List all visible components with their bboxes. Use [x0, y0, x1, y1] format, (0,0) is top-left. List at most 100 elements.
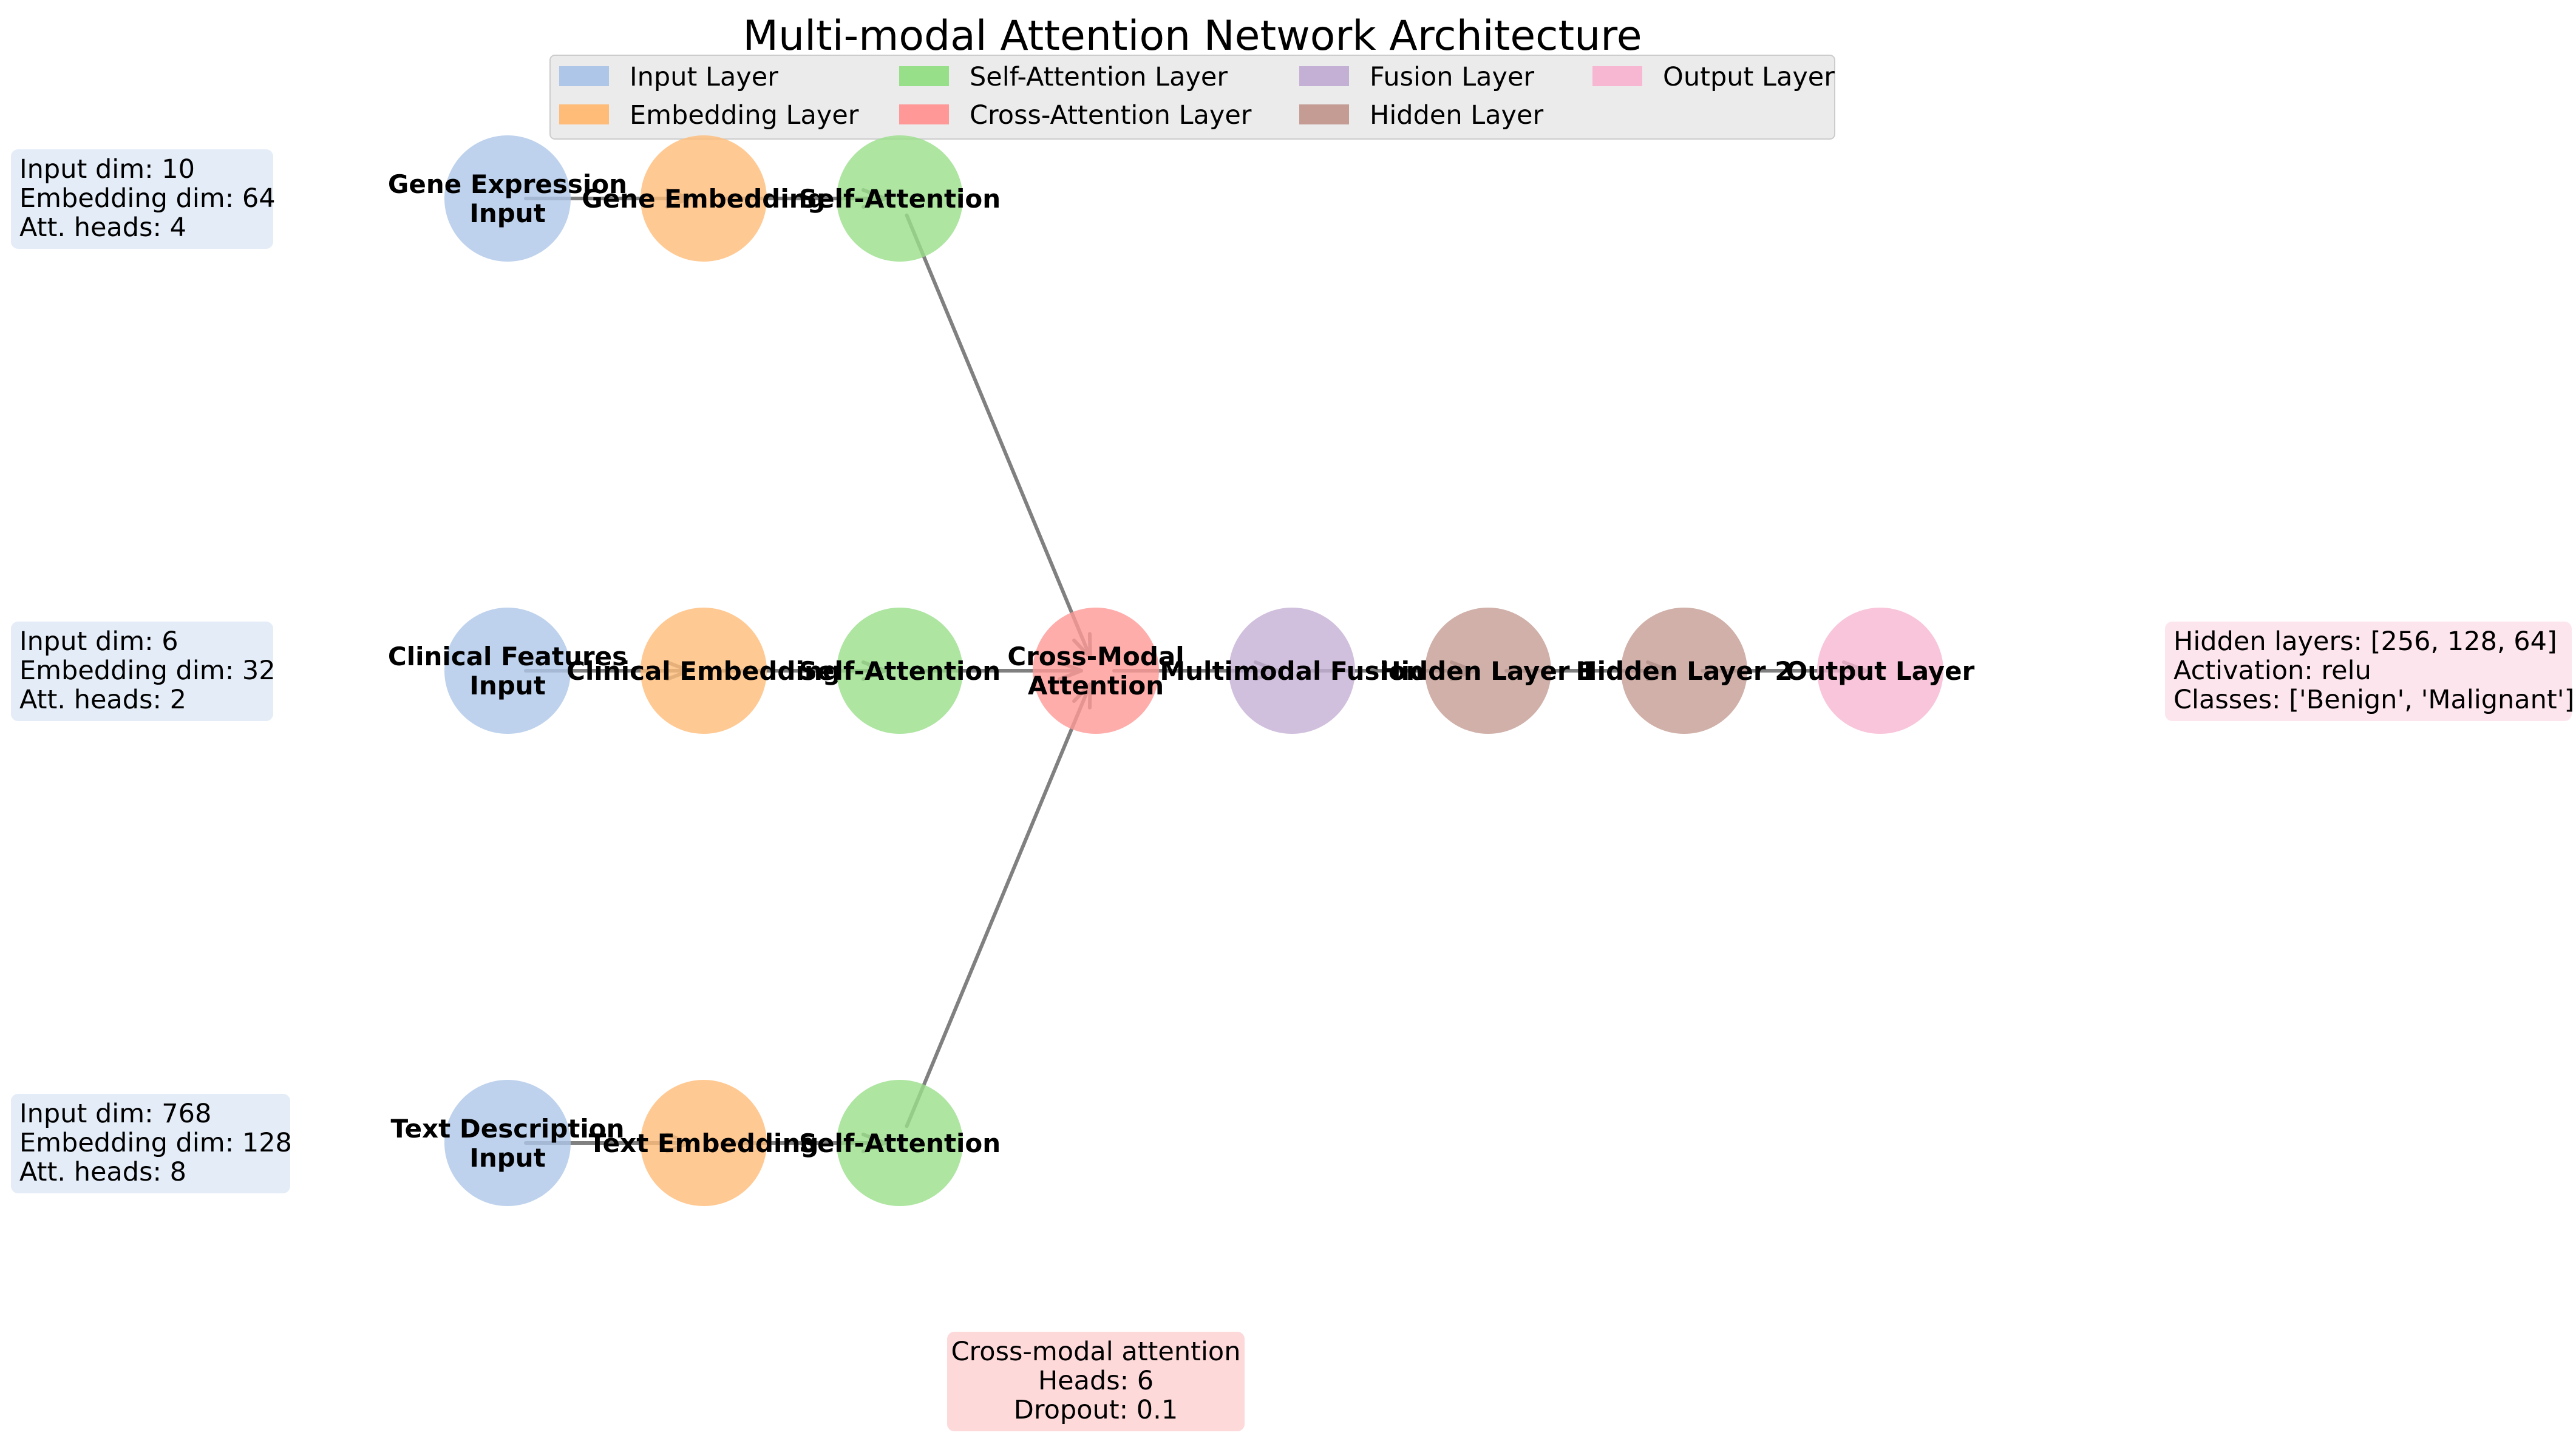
node-label: Self-Attention	[799, 184, 1001, 214]
node-label: Text Description	[391, 1114, 625, 1144]
node-circle	[1425, 608, 1551, 734]
legend-swatch	[1592, 66, 1642, 86]
info-line: Input dim: 6	[19, 626, 178, 657]
node-circle	[837, 135, 963, 262]
node-label: Multimodal Fusion	[1160, 656, 1424, 686]
legend-label: Embedding Layer	[630, 100, 859, 131]
node-label: Gene Embedding	[582, 184, 825, 214]
node-label: Hidden Layer 2	[1576, 656, 1793, 686]
legend-label: Input Layer	[630, 62, 778, 92]
legend-frame	[549, 55, 1835, 140]
edge-gene-self-attention-to-cross-modal-attention	[905, 213, 1092, 659]
info-line: Dropout: 0.1	[1014, 1395, 1178, 1425]
diagram-title: Multi-modal Attention Network Architectu…	[743, 12, 1642, 60]
info-line: Input dim: 768	[19, 1099, 211, 1129]
info-box-output: Hidden layers: [256, 128, 64]Activation:…	[2165, 622, 2574, 721]
info-line: Hidden layers: [256, 128, 64]	[2173, 626, 2557, 657]
legend-item-fusion: Fusion Layer	[1299, 62, 1534, 92]
node-label: Text Embedding	[589, 1128, 819, 1158]
legend-item-hidden: Hidden Layer	[1299, 100, 1543, 131]
legend-item-output: Output Layer	[1592, 62, 1835, 92]
legend-item-input: Input Layer	[559, 62, 778, 92]
node-gene-embedding: Gene Embedding	[582, 135, 826, 262]
node-circle	[444, 135, 571, 262]
node-text-embedding: Text Embedding	[589, 1080, 819, 1206]
node-hidden-layer-2: Hidden Layer 2	[1576, 608, 1793, 734]
info-line: Classes: ['Benign', 'Malignant']	[2173, 685, 2574, 715]
info-box-background	[11, 1094, 290, 1193]
edge-line	[905, 682, 1092, 1128]
legend-label: Cross-Attention Layer	[970, 100, 1252, 131]
info-line: Att. heads: 4	[19, 212, 186, 243]
node-circle	[641, 1080, 767, 1206]
info-box-background	[2165, 622, 2572, 721]
node-label: Self-Attention	[799, 1128, 1001, 1158]
node-output-layer: Output Layer	[1786, 608, 1975, 734]
node-label: Output Layer	[1786, 656, 1975, 686]
info-line: Cross-modal attention	[951, 1337, 1241, 1367]
legend-label: Hidden Layer	[1370, 100, 1543, 131]
info-line: Activation: relu	[2173, 656, 2371, 686]
info-line: Att. heads: 2	[19, 685, 186, 715]
node-label: Input	[469, 198, 546, 228]
legend-swatch	[559, 66, 609, 86]
node-label: Input	[469, 671, 546, 700]
node-label: Attention	[1028, 671, 1164, 700]
info-box-background	[11, 622, 273, 721]
legend-item-embedding: Embedding Layer	[559, 100, 859, 131]
legend-item-self-attention: Self-Attention Layer	[899, 62, 1228, 92]
info-line: Input dim: 10	[19, 154, 195, 185]
node-clinical-embedding: Clinical Embedding	[566, 608, 841, 734]
legend-label: Self-Attention Layer	[970, 62, 1228, 92]
node-clinical-self-attention: Self-Attention	[799, 608, 1001, 734]
node-circle	[1817, 608, 1943, 734]
node-hidden-layer-1: Hidden Layer 1	[1380, 608, 1597, 734]
legend-label: Fusion Layer	[1370, 62, 1534, 92]
edge-line	[905, 213, 1092, 659]
node-circle	[444, 608, 571, 734]
node-label: Clinical Embedding	[566, 656, 841, 686]
node-label: Input	[469, 1143, 546, 1173]
node-text-self-attention: Self-Attention	[799, 1080, 1001, 1206]
node-circle	[1621, 608, 1747, 734]
legend-swatch	[1299, 66, 1349, 86]
node-label: Hidden Layer 1	[1380, 656, 1597, 686]
node-circle	[837, 608, 963, 734]
legend-swatch	[899, 104, 949, 124]
info-line: Embedding dim: 32	[19, 656, 276, 686]
node-circle	[837, 1080, 963, 1206]
info-line: Att. heads: 8	[19, 1157, 186, 1187]
node-circle	[641, 135, 767, 262]
node-circle	[444, 1080, 571, 1206]
edge-text-self-attention-to-cross-modal-attention	[905, 682, 1092, 1128]
info-box-background	[11, 149, 273, 249]
node-circle	[641, 608, 767, 734]
node-label: Clinical Features	[388, 642, 627, 671]
node-label: Self-Attention	[799, 656, 1001, 686]
legend-swatch	[1299, 104, 1349, 124]
legend-item-cross-attention: Cross-Attention Layer	[899, 100, 1252, 131]
legend-swatch	[559, 104, 609, 124]
node-circle	[1033, 608, 1159, 734]
legend-label: Output Layer	[1663, 62, 1835, 92]
node-label: Cross-Modal	[1007, 642, 1184, 671]
info-line: Heads: 6	[1038, 1366, 1154, 1396]
legend-swatch	[899, 66, 949, 86]
node-circle	[1229, 608, 1355, 734]
node-gene-self-attention: Self-Attention	[799, 135, 1001, 262]
info-line: Embedding dim: 64	[19, 183, 276, 214]
node-label: Gene Expression	[388, 169, 627, 199]
info-box-background	[947, 1332, 1245, 1431]
